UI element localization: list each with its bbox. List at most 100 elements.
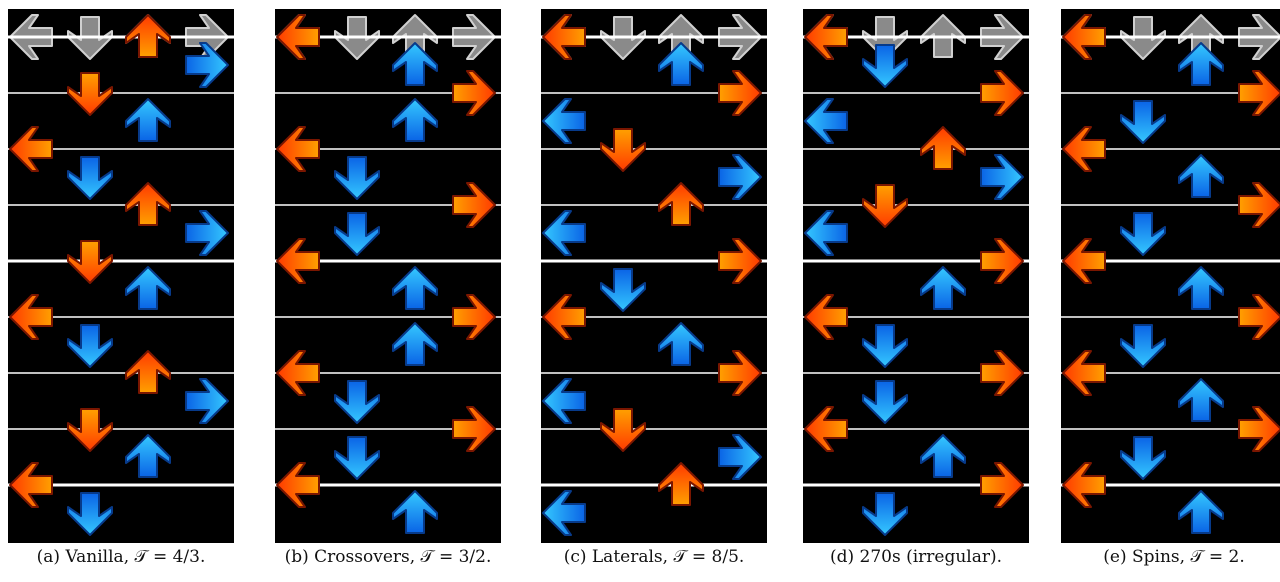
step-chart-panel-270s (803, 9, 1029, 543)
note-down-arrow-icon (1120, 436, 1166, 480)
note-down-arrow-icon (67, 72, 113, 116)
note-down-arrow-icon (1120, 324, 1166, 368)
note-up-arrow-icon (392, 98, 438, 142)
step-chart-canvas (541, 14, 767, 536)
note-up-arrow-icon (392, 42, 438, 86)
note-left-arrow-icon (276, 126, 320, 172)
note-right-arrow-icon (980, 462, 1024, 508)
note-up-arrow-icon (1178, 154, 1224, 198)
note-left-arrow-icon (276, 350, 320, 396)
note-left-arrow-icon (804, 98, 848, 144)
note-right-arrow-icon (1238, 406, 1280, 452)
caption-label: (c) Laterals, (563, 547, 669, 567)
step-chart-canvas (803, 14, 1029, 536)
note-right-arrow-icon (718, 70, 762, 116)
note-right-arrow-icon (718, 154, 762, 200)
note-up-arrow-icon (392, 490, 438, 534)
note-left-arrow-icon (542, 98, 586, 144)
step-chart-panel-laterals (541, 9, 767, 543)
note-right-arrow-icon (185, 42, 229, 88)
note-down-arrow-icon (67, 492, 113, 536)
note-right-arrow-icon (185, 210, 229, 256)
caption-label: (b) Crossovers, (284, 547, 416, 567)
note-down-arrow-icon (67, 408, 113, 452)
note-down-arrow-icon (862, 492, 908, 536)
caption-spins: (e) Spins, 𝒯 = 2. (1061, 547, 1280, 567)
note-left-arrow-icon (276, 462, 320, 508)
caption-vanilla: (a) Vanilla, 𝒯 = 4/3. (8, 547, 234, 567)
note-up-arrow-icon (920, 266, 966, 310)
caption-crossovers: (b) Crossovers, 𝒯 = 3/2. (275, 547, 501, 567)
note-up-arrow-icon (125, 266, 171, 310)
note-left-arrow-icon (9, 294, 53, 340)
note-up-arrow-icon (125, 182, 171, 226)
note-up-arrow-icon (125, 434, 171, 478)
note-down-arrow-icon (334, 436, 380, 480)
note-right-arrow-icon (718, 350, 762, 396)
note-left-arrow-icon (1062, 350, 1106, 396)
step-chart-canvas (275, 14, 501, 534)
note-up-arrow-icon (392, 266, 438, 310)
caption-label: (a) Vanilla, (36, 547, 130, 567)
note-left-arrow-icon (542, 294, 586, 340)
note-left-arrow-icon (276, 238, 320, 284)
note-up-arrow-icon (1178, 378, 1224, 422)
note-up-arrow-icon (125, 350, 171, 394)
caption-math: 𝒯 = 3/2. (420, 547, 492, 567)
note-down-arrow-icon (334, 380, 380, 424)
note-up-arrow-icon (658, 182, 704, 226)
note-right-arrow-icon (452, 294, 496, 340)
note-down-arrow-icon (334, 212, 380, 256)
note-left-arrow-icon (9, 462, 53, 508)
note-down-arrow-icon (600, 268, 646, 312)
note-left-arrow-icon (542, 210, 586, 256)
note-down-arrow-icon (862, 184, 908, 228)
note-down-arrow-icon (1120, 100, 1166, 144)
note-down-arrow-icon (1120, 212, 1166, 256)
note-up-arrow-icon (658, 42, 704, 86)
step-chart-panel-crossovers (275, 9, 501, 543)
caption-math: 𝒯 = 8/5. (673, 547, 745, 567)
note-left-arrow-icon (542, 14, 586, 60)
note-up-arrow-icon (658, 322, 704, 366)
caption-laterals: (c) Laterals, 𝒯 = 8/5. (541, 547, 767, 567)
caption-270s: (d) 270s (irregular). (803, 547, 1029, 567)
note-down-arrow-icon (67, 156, 113, 200)
note-right-arrow-icon (185, 378, 229, 424)
note-right-arrow-icon (980, 350, 1024, 396)
step-chart-canvas (8, 14, 234, 536)
note-left-arrow-icon (276, 14, 320, 60)
note-down-arrow-icon (67, 324, 113, 368)
note-right-arrow-icon (1238, 70, 1280, 116)
note-right-arrow-icon (980, 154, 1024, 200)
note-right-arrow-icon (1238, 182, 1280, 228)
note-down-arrow-icon (862, 380, 908, 424)
note-left-arrow-icon (1062, 462, 1106, 508)
note-left-arrow-icon (804, 210, 848, 256)
caption-math: 𝒯 = 2. (1190, 547, 1245, 567)
caption-label: (d) 270s (irregular). (829, 547, 1003, 567)
note-right-arrow-icon (452, 406, 496, 452)
step-chart-panel-spins (1061, 9, 1280, 543)
note-down-arrow-icon (600, 128, 646, 172)
note-left-arrow-icon (1062, 126, 1106, 172)
note-up-arrow-icon (125, 14, 171, 58)
note-down-arrow-icon (334, 156, 380, 200)
note-up-arrow-icon (125, 98, 171, 142)
caption-label: (e) Spins, (1103, 547, 1186, 567)
note-left-arrow-icon (1062, 14, 1106, 60)
note-left-arrow-icon (804, 14, 848, 60)
note-up-arrow-icon (920, 126, 966, 170)
step-chart-panel-vanilla (8, 9, 234, 543)
note-down-arrow-icon (862, 44, 908, 88)
note-up-arrow-icon (1178, 490, 1224, 534)
caption-math: 𝒯 = 4/3. (134, 547, 206, 567)
note-right-arrow-icon (452, 70, 496, 116)
note-up-arrow-icon (1178, 266, 1224, 310)
note-right-arrow-icon (980, 238, 1024, 284)
note-up-arrow-icon (392, 322, 438, 366)
note-down-arrow-icon (67, 240, 113, 284)
note-left-arrow-icon (542, 378, 586, 424)
note-up-arrow-icon (920, 434, 966, 478)
note-left-arrow-icon (804, 294, 848, 340)
